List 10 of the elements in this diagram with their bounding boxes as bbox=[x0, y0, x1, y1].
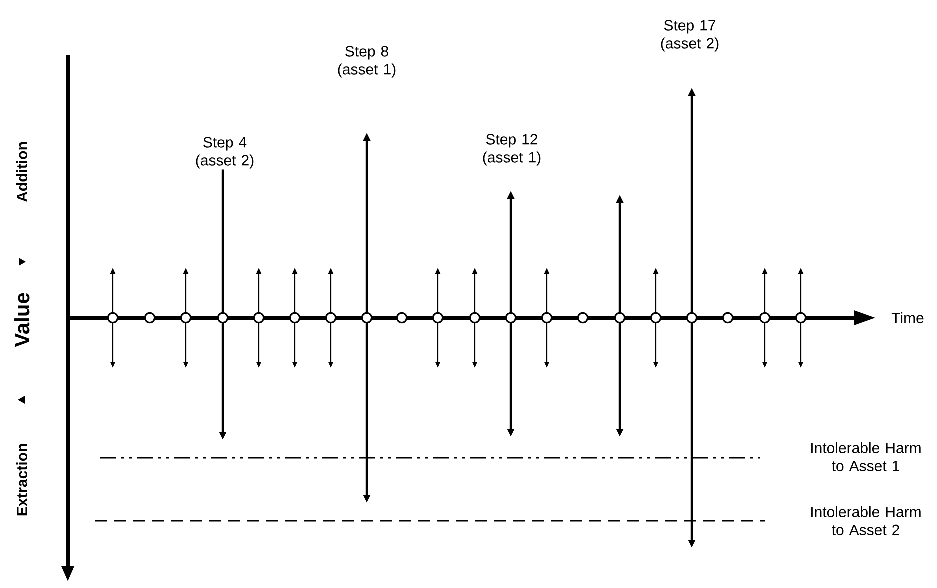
axis-label: Time bbox=[892, 312, 924, 324]
axis-label: Extraction bbox=[16, 444, 28, 516]
step-label: Step 4 (asset 2) bbox=[184, 136, 266, 170]
step-label: Step 8 (asset 1) bbox=[326, 45, 408, 79]
step-label: Step 12 (asset 1) bbox=[471, 133, 553, 167]
axis-label: Value bbox=[14, 293, 30, 348]
threshold-label: Intolerable Harm to Asset 1 bbox=[812, 442, 921, 472]
threshold-label: Intolerable Harm to Asset 2 bbox=[812, 506, 921, 536]
step-label: Step 17 (asset 2) bbox=[649, 19, 731, 53]
axis-label: Addition bbox=[16, 142, 28, 202]
